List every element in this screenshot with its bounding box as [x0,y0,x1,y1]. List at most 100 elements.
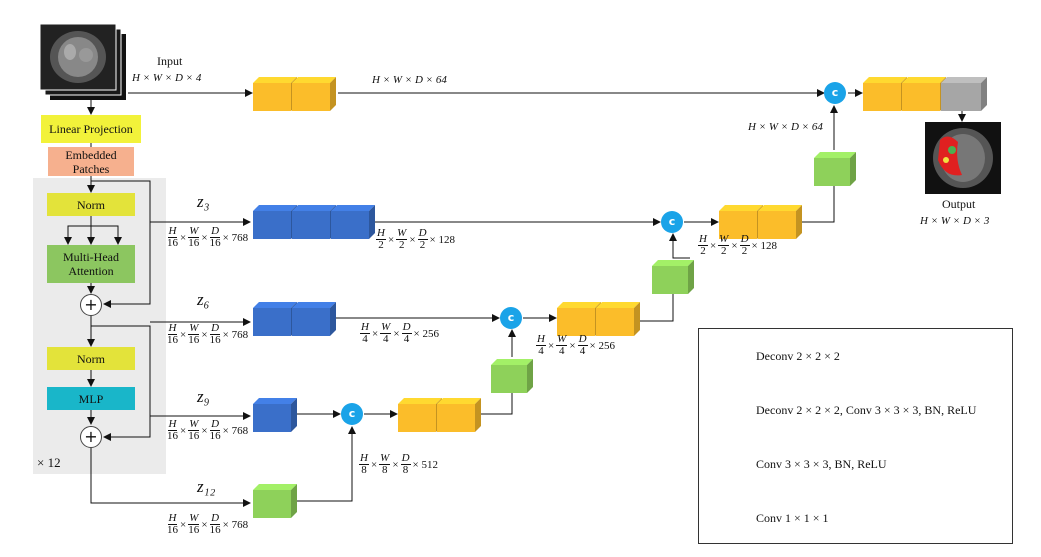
fraction-denominator: 16 [188,430,200,442]
fraction-denominator: 4 [362,333,368,345]
conv-block-z9-2 [437,398,481,432]
output-segmentation-image [925,122,1001,194]
times-sign: × [370,458,378,471]
channel-count: × 128 [751,239,777,252]
fraction-denominator: 2 [399,239,405,251]
fraction-denominator: 16 [188,237,200,249]
linear-projection-box: Linear Projection [41,115,141,143]
channel-count: × 768 [222,424,249,437]
times-sign: × [392,458,399,471]
legend-label-conv1: Conv 1 × 1 × 1 [756,511,829,525]
times-sign: × [547,339,555,352]
times-sign: × [180,328,187,341]
mlp-box: MLP [47,387,135,410]
residual-add-2: + [80,426,102,448]
fraction-denominator: 16 [209,237,221,249]
input-mri-image [39,23,126,100]
fraction-denominator: 2 [378,239,384,251]
z12-label: z₁₂ [197,477,216,496]
fraction-numerator: H [536,333,546,346]
fraction-denominator: 16 [167,430,178,442]
fraction-numerator: D [210,322,221,335]
channel-count: × 512 [412,458,438,471]
fraction-denominator: 16 [188,334,200,346]
times-sign: × [180,424,187,437]
conv1-block-output [941,77,987,111]
fraction-numerator: D [417,227,428,240]
fraction-denominator: 16 [209,334,221,346]
conv-block-z3-2 [758,205,802,239]
fraction-numerator: H [359,452,369,465]
fraction-numerator: D [210,418,221,431]
deconv-conv-block-z6-2 [292,302,336,336]
fraction-denominator: 4 [383,333,389,345]
legend-label-deconv-conv: Deconv 2 × 2 × 2, Conv 3 × 3 × 3, BN, Re… [756,403,977,417]
repeat-count: × 12 [37,455,61,470]
times-sign: × [180,231,187,244]
times-sign: × [201,328,208,341]
fraction-numerator: H [167,512,178,525]
fraction-numerator: D [210,225,221,238]
deconv-conv-block-z3-1 [253,205,297,239]
top-path-dims: H × W × D × 64 [372,74,447,86]
fraction-numerator: W [188,512,200,525]
z6-label: z₆ [197,290,210,309]
legend-label-conv: Conv 3 × 3 × 3, BN, ReLU [756,457,887,471]
fraction-numerator: D [400,452,411,465]
fraction-numerator: W [556,333,568,346]
fraction-numerator: H [167,418,178,431]
fraction-denominator: 8 [402,464,409,476]
times-sign: × [409,233,416,246]
fraction-numerator: W [188,225,200,238]
fraction-denominator: 16 [209,430,221,442]
concat-node-z9: c [341,403,363,425]
top-upsample-dims: H × W × D × 64 [748,121,823,133]
fraction-numerator: W [188,322,200,335]
fraction-numerator: H [167,225,178,238]
input-dims: H × W × D × 4 [132,72,202,84]
fraction-denominator: 16 [167,524,178,536]
input-label: Input [157,54,183,68]
fraction-denominator: 2 [741,245,748,257]
channel-count: × 768 [222,328,249,341]
deconv-conv-block-z3-3 [331,205,375,239]
norm-box-1: Norm [47,193,135,216]
legend: Deconv 2 × 2 × 2 Deconv 2 × 2 × 2, Conv … [698,328,1013,544]
times-sign: × [201,424,208,437]
channel-count: × 768 [222,518,249,531]
times-sign: × [709,239,717,252]
fraction-denominator: 2 [700,245,706,257]
fraction-numerator: H [376,227,386,240]
times-sign: × [371,327,379,340]
fraction-denominator: 2 [419,239,426,251]
times-sign: × [393,327,400,340]
concat-node-z3: c [661,211,683,233]
legend-label-deconv: Deconv 2 × 2 × 2 [756,349,840,363]
fraction-denominator: 8 [361,464,367,476]
times-sign: × [180,518,187,531]
output-label: Output [942,197,976,211]
times-sign: × [569,339,576,352]
